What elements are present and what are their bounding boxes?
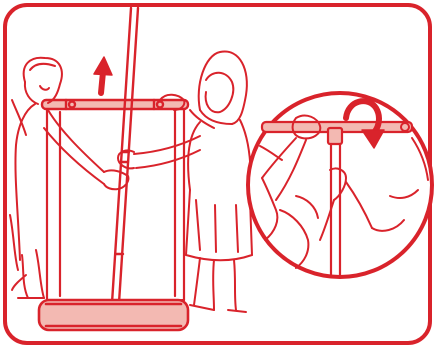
support-pole (112, 8, 138, 303)
base-cassette (39, 300, 188, 330)
person-left (10, 58, 128, 298)
detail-inset (248, 93, 432, 277)
banner-panel (47, 108, 184, 303)
arrow-up-icon (94, 57, 112, 93)
top-crossbar (42, 100, 188, 109)
